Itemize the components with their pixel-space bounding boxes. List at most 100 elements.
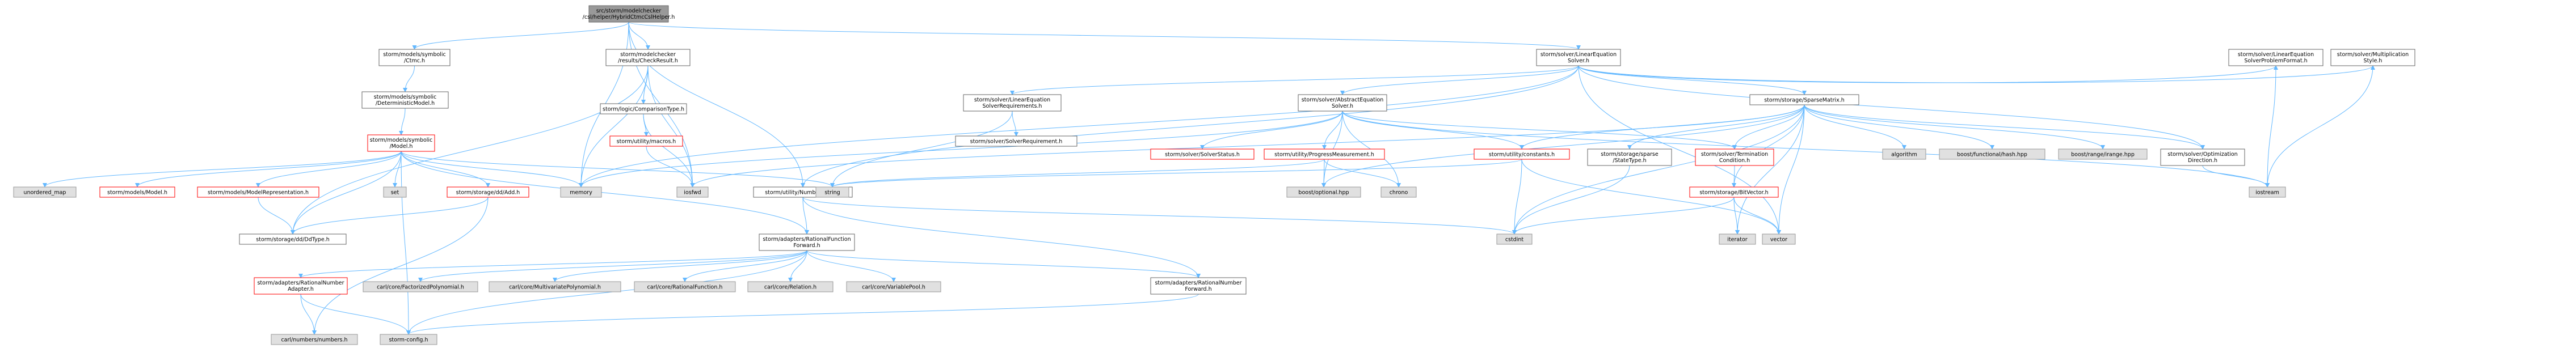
node-label: boost/range/irange.hpp — [2071, 152, 2135, 158]
node-label: string — [824, 190, 840, 196]
node-solverstatus[interactable]: storm/solver/SolverStatus.h — [1150, 148, 1255, 160]
edge-detmodel-to-symmodel — [399, 108, 406, 135]
edge-ratfunc-to-ratnumadapter — [298, 250, 807, 278]
node-label: storm/models/Model.h — [107, 190, 167, 196]
edge-symmodel-to-unordered_map — [43, 151, 402, 188]
edge-abstract-to-progress — [1322, 111, 1343, 150]
edge-problemformat-to-iostream — [2265, 65, 2276, 188]
node-box — [2249, 186, 2286, 198]
node-box — [1762, 233, 1796, 245]
edge-checkresult-to-ddtype — [291, 65, 649, 235]
node-symmodel[interactable]: storm/models/symbolic/Model.h — [367, 134, 435, 152]
node-detmodel[interactable]: storm/models/symbolic/DeterministicModel… — [361, 91, 449, 109]
node-label: storm/utility/ProgressMeasurement.h — [1274, 152, 1374, 158]
node-iterator: iterator — [1719, 233, 1756, 245]
node-algorithm: algorithm — [1882, 148, 1926, 160]
node-ratfn: carl/core/RationalFunction.h — [634, 281, 736, 292]
node-comptype[interactable]: storm/logic/ComparisonType.h — [600, 103, 687, 114]
node-progress[interactable]: storm/utility/ProgressMeasurement.h — [1264, 148, 1385, 160]
node-box — [99, 186, 175, 198]
node-ddadd[interactable]: storm/storage/dd/Add.h — [447, 186, 529, 198]
edge-linsolver-to-multstyle — [1578, 65, 2375, 83]
node-label: boost/functional/hash.hpp — [1957, 152, 2027, 158]
node-label: storm-config.h — [389, 337, 428, 343]
node-box — [747, 281, 834, 292]
node-modelh[interactable]: storm/models/Model.h — [99, 186, 175, 198]
node-label: unordered_map — [24, 190, 66, 196]
node-ddtype[interactable]: storm/storage/dd/DdType.h — [239, 233, 347, 245]
node-label: iostream — [2255, 190, 2279, 196]
edge-ratnumfwd-to-stormconfig — [406, 294, 1199, 335]
edge-ddadd-to-carlnumbers — [312, 197, 489, 335]
node-label: storm/storage/SparseMatrix.h — [1764, 97, 1845, 104]
node-box — [560, 186, 602, 198]
edge-abstract-to-iostream — [1342, 111, 2270, 188]
node-box — [363, 281, 478, 292]
edge-root-to-linsolver — [628, 22, 1581, 50]
node-box — [447, 186, 529, 198]
edge-linsolver-to-linreq — [1010, 65, 1579, 95]
edge-ratfunc-to-stormconfig — [406, 250, 807, 335]
node-ctmc[interactable]: storm/models/symbolic/Ctmc.h — [378, 49, 451, 66]
node-box — [367, 134, 435, 152]
node-varpool: carl/core/VariablePool.h — [846, 281, 941, 292]
node-box — [1380, 186, 1417, 198]
edge-termination-to-bitvector — [1732, 165, 1737, 188]
node-label: storm/solver/SolverStatus.h — [1165, 152, 1240, 158]
node-iostream: iostream — [2249, 186, 2286, 198]
node-bitvector[interactable]: storm/storage/BitVector.h — [1689, 186, 1779, 198]
node-root[interactable]: src/storm/modelchecker/csl/helper/Hybrid… — [583, 5, 675, 23]
edge-ddadd-to-ddtype — [291, 197, 489, 235]
node-iosfwd: iosfwd — [676, 186, 709, 198]
node-label: boost/optional.hpp — [1298, 190, 1349, 196]
node-box — [2228, 49, 2324, 66]
node-box — [676, 186, 709, 198]
node-statetype[interactable]: storm/storage/sparse/StateType.h — [1587, 148, 1672, 166]
node-label: storm/solver/SolverRequirement.h — [970, 139, 1063, 145]
node-box — [963, 94, 1062, 112]
edge-ctmc-to-detmodel — [403, 65, 415, 92]
node-box — [1536, 49, 1621, 66]
edge-checkresult-to-iosfwd — [647, 65, 695, 188]
node-unordered_map: unordered_map — [13, 186, 77, 198]
node-macros[interactable]: storm/utility/macros.h — [609, 135, 683, 147]
node-stormconfig: storm-config.h — [380, 334, 437, 345]
node-modelrep[interactable]: storm/models/ModelRepresentation.h — [197, 186, 319, 198]
edge-ratfunc-to-relation — [788, 250, 807, 282]
node-label: carl/numbers/numbers.h — [281, 337, 347, 343]
edge-linsolver-to-sparsematrix — [1578, 65, 1807, 95]
edge-bitvector-to-iterator — [1733, 197, 1740, 235]
edge-sparsematrix-to-optdir — [1804, 104, 2205, 150]
edge-sparsematrix-to-hash — [1804, 104, 1994, 150]
edge-sparsematrix-to-algorithm — [1804, 104, 1906, 150]
node-box — [383, 186, 407, 198]
node-box — [759, 233, 855, 251]
node-box — [1689, 186, 1779, 198]
node-optional: boost/optional.hpp — [1286, 186, 1361, 198]
node-box — [13, 186, 77, 198]
node-label: carl/core/MultivariatePolynomial.h — [509, 284, 601, 291]
node-checkresult[interactable]: storm/modelchecker/results/CheckResult.h — [605, 49, 691, 66]
node-solverreq[interactable]: storm/solver/SolverRequirement.h — [955, 135, 1077, 147]
edge-checkresult-to-memory — [579, 65, 649, 188]
node-constants[interactable]: storm/utility/constants.h — [1474, 148, 1570, 160]
node-sparsematrix[interactable]: storm/storage/SparseMatrix.h — [1749, 94, 1859, 105]
edge-root-to-checkresult — [628, 22, 650, 50]
node-box — [1719, 233, 1756, 245]
edge-numtraits-to-cstdint — [802, 197, 1517, 235]
node-hash: boost/functional/hash.hpp — [1939, 148, 2045, 160]
edge-sparsematrix-to-statetype — [1627, 104, 1805, 150]
